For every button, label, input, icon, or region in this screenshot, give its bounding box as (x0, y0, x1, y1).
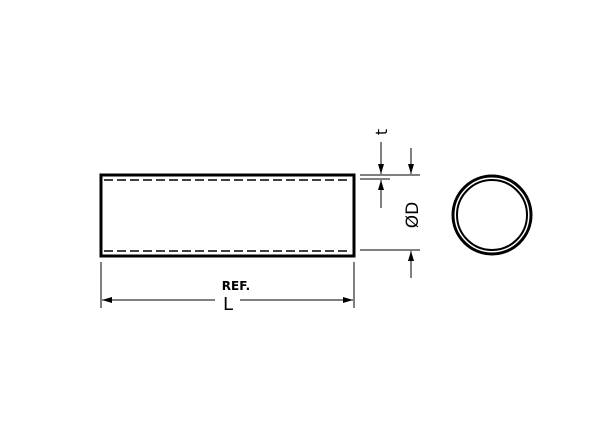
diameter-label: ØD (403, 202, 423, 228)
thickness-label: t (372, 129, 391, 135)
end-view (451, 174, 533, 256)
ref-label: REF. (222, 279, 250, 293)
length-label: L (223, 294, 233, 315)
thickness-dimension (360, 142, 420, 208)
side-view (99, 173, 356, 258)
tube-outline (99, 173, 356, 258)
length-dimension (100, 262, 355, 308)
diameter-dimension (360, 148, 420, 278)
